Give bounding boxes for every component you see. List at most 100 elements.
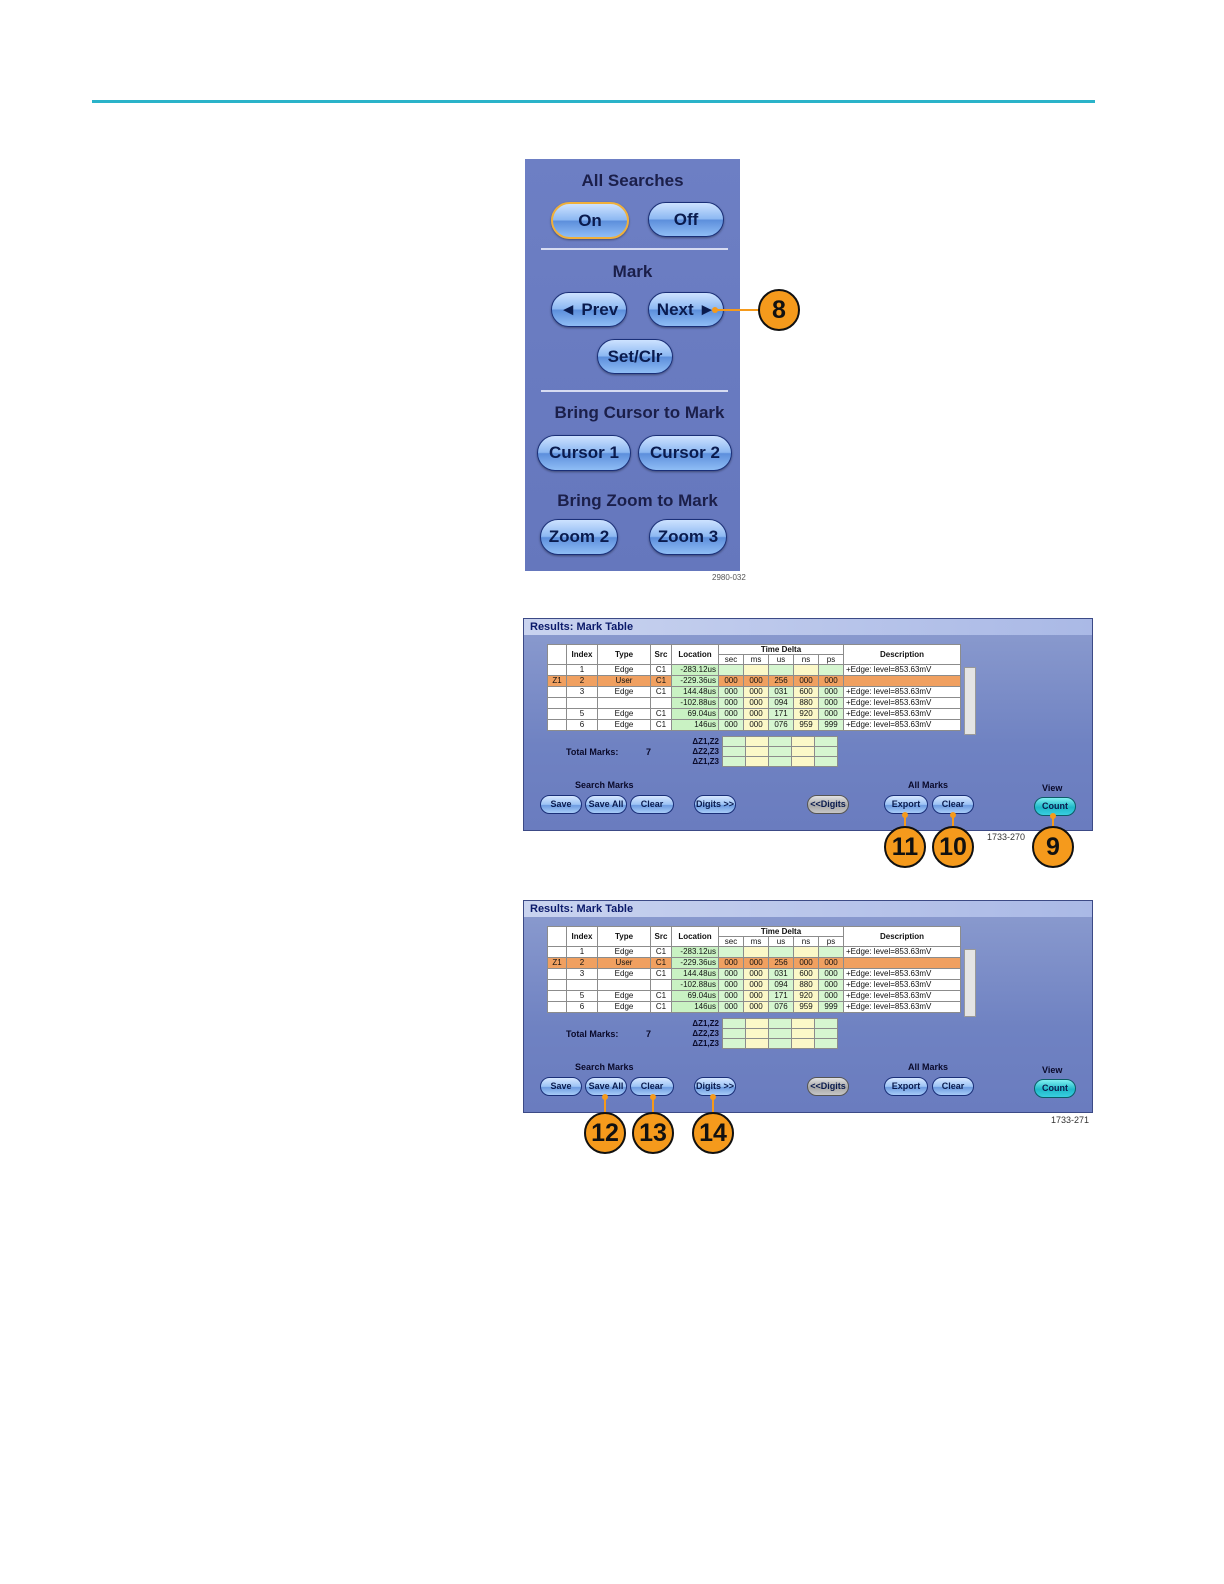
table-row[interactable]: 5 Edge C1 69.04us 000 000 171 920 000 +E… bbox=[547, 708, 961, 720]
src-cell: C1 bbox=[650, 719, 672, 731]
delta-cell: 076 bbox=[768, 719, 794, 731]
unit-ps: ps bbox=[818, 936, 844, 947]
delta-cell: 000 bbox=[743, 979, 769, 991]
delta-cell: 000 bbox=[718, 697, 744, 709]
delta-cell bbox=[743, 664, 769, 676]
delta-cell: 094 bbox=[768, 697, 794, 709]
cursor-2-button[interactable]: Cursor 2 bbox=[638, 435, 732, 471]
callout-leader bbox=[904, 815, 906, 829]
type-cell: Edge bbox=[597, 946, 651, 958]
index-cell: 6 bbox=[566, 1001, 598, 1013]
table-row-selected[interactable]: Z1 2 User C1 -229.36us 000 000 256 000 0… bbox=[547, 957, 961, 969]
description-cell: +Edge: level=853.63mV bbox=[843, 1001, 961, 1013]
index-cell: 6 bbox=[566, 719, 598, 731]
callout-10: 10 bbox=[932, 826, 974, 868]
table-row[interactable]: 1 Edge C1 -283.12us +Edge: level=853.63m… bbox=[547, 664, 961, 676]
description-cell bbox=[843, 957, 961, 969]
table-row-selected[interactable]: Z1 2 User C1 -229.36us 000 000 256 000 0… bbox=[547, 675, 961, 687]
col-location: Location bbox=[671, 926, 719, 947]
src-cell: C1 bbox=[650, 664, 672, 676]
delta-zoom-table: ΔZ1,Z2 ΔZ2,Z3 ΔZ1,Z3 bbox=[679, 1018, 838, 1049]
all-searches-off-button[interactable]: Off bbox=[648, 202, 724, 237]
callout-leader bbox=[652, 1097, 654, 1113]
clear-all-marks-button[interactable]: Clear bbox=[932, 1077, 974, 1096]
total-marks-label: Total Marks: bbox=[566, 747, 619, 757]
col-type: Type bbox=[597, 926, 651, 947]
save-all-button[interactable]: Save All bbox=[585, 795, 627, 814]
save-button[interactable]: Save bbox=[540, 1077, 582, 1096]
delta-cell: 000 bbox=[818, 968, 844, 980]
delta-cell: 000 bbox=[718, 1001, 744, 1013]
separator bbox=[541, 248, 728, 250]
type-cell: User bbox=[597, 675, 651, 687]
index-cell bbox=[566, 697, 598, 709]
table-row[interactable]: 6 Edge C1 146us 000 000 076 959 999 +Edg… bbox=[547, 719, 961, 731]
digits-more-button[interactable]: Digits >> bbox=[694, 1077, 736, 1096]
export-button[interactable]: Export bbox=[884, 1077, 928, 1096]
callout-11: 11 bbox=[884, 826, 926, 868]
view-label: View bbox=[1042, 1065, 1063, 1075]
src-cell: C1 bbox=[650, 686, 672, 698]
col-src: Src bbox=[650, 644, 672, 665]
callout-13: 13 bbox=[632, 1112, 674, 1154]
export-button[interactable]: Export bbox=[884, 795, 928, 814]
clear-search-marks-button[interactable]: Clear bbox=[630, 795, 674, 814]
view-count-button[interactable]: Count bbox=[1034, 1079, 1076, 1098]
unit-us: us bbox=[768, 654, 794, 665]
location-cell: -229.36us bbox=[671, 957, 719, 969]
zoom-cell: Z1 bbox=[547, 675, 567, 687]
col-time-delta: Time Delta bbox=[718, 644, 844, 655]
save-all-button[interactable]: Save All bbox=[585, 1077, 627, 1096]
zoom-cell bbox=[547, 946, 567, 958]
table-row[interactable]: 3 Edge C1 144.48us 000 000 031 600 000 +… bbox=[547, 686, 961, 698]
callout-leader bbox=[712, 1097, 714, 1113]
save-button[interactable]: Save bbox=[540, 795, 582, 814]
delta-cell bbox=[743, 946, 769, 958]
digits-more-button[interactable]: Digits >> bbox=[694, 795, 736, 814]
src-cell: C1 bbox=[650, 708, 672, 720]
next-mark-button[interactable]: Next ► bbox=[648, 292, 724, 327]
delta-cell bbox=[818, 664, 844, 676]
zoom-cell bbox=[547, 990, 567, 1002]
delta-cell: 959 bbox=[793, 1001, 819, 1013]
delta-cell: 000 bbox=[818, 675, 844, 687]
delta-cell: 000 bbox=[818, 708, 844, 720]
table-row[interactable]: 3 Edge C1 144.48us 000 000 031 600 000 +… bbox=[547, 968, 961, 980]
set-clear-mark-button[interactable]: Set/Clr bbox=[597, 339, 673, 374]
table-row[interactable]: -102.88us 000 000 094 880 000 +Edge: lev… bbox=[547, 697, 961, 709]
callout-12: 12 bbox=[584, 1112, 626, 1154]
table-scrollbar[interactable] bbox=[964, 667, 976, 735]
type-cell: Edge bbox=[597, 686, 651, 698]
prev-mark-button[interactable]: ◄ Prev bbox=[551, 292, 627, 327]
all-searches-on-button[interactable]: On bbox=[551, 202, 629, 239]
table-row[interactable]: 6 Edge C1 146us 000 000 076 959 999 +Edg… bbox=[547, 1001, 961, 1013]
zoom-3-button[interactable]: Zoom 3 bbox=[649, 519, 727, 555]
unit-ps: ps bbox=[818, 654, 844, 665]
zoom-2-button[interactable]: Zoom 2 bbox=[540, 519, 618, 555]
unit-us: us bbox=[768, 936, 794, 947]
digits-less-button[interactable]: <<Digits bbox=[807, 1077, 849, 1096]
delta-cell: 000 bbox=[743, 957, 769, 969]
index-cell: 1 bbox=[566, 664, 598, 676]
figure-id: 1733-271 bbox=[1051, 1115, 1090, 1125]
delta-cell: 094 bbox=[768, 979, 794, 991]
index-cell bbox=[566, 979, 598, 991]
cursor-1-button[interactable]: Cursor 1 bbox=[537, 435, 631, 471]
type-cell: Edge bbox=[597, 664, 651, 676]
src-cell: C1 bbox=[650, 675, 672, 687]
search-marks-label: Search Marks bbox=[575, 780, 634, 790]
description-cell: +Edge: level=853.63mV bbox=[843, 697, 961, 709]
zoom-cell bbox=[547, 719, 567, 731]
view-label: View bbox=[1042, 783, 1063, 793]
table-row[interactable]: -102.88us 000 000 094 880 000 +Edge: lev… bbox=[547, 979, 961, 991]
unit-ns: ns bbox=[793, 654, 819, 665]
zoom-cell bbox=[547, 664, 567, 676]
unit-sec: sec bbox=[718, 654, 744, 665]
callout-leader bbox=[952, 815, 954, 829]
table-row[interactable]: 1 Edge C1 -283.12us +Edge: level=853.63m… bbox=[547, 946, 961, 958]
table-row[interactable]: 5 Edge C1 69.04us 000 000 171 920 000 +E… bbox=[547, 990, 961, 1002]
col-index: Index bbox=[566, 644, 598, 665]
table-scrollbar[interactable] bbox=[964, 949, 976, 1017]
digits-less-button[interactable]: <<Digits bbox=[807, 795, 849, 814]
unit-ms: ms bbox=[743, 936, 769, 947]
